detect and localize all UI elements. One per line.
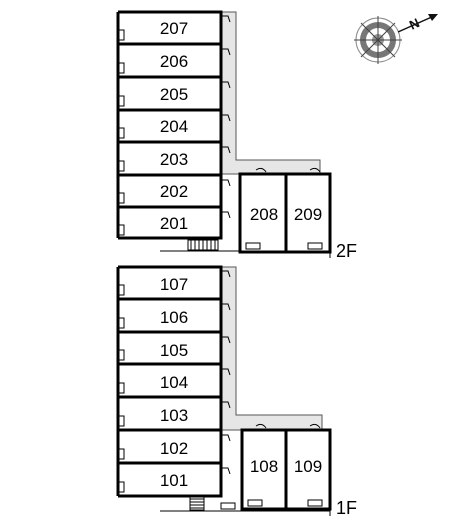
room-105: 105 [160,341,188,360]
floor-label-1f: 1F [336,498,357,518]
room-101: 101 [160,471,188,490]
room-107: 107 [160,275,188,294]
room-108: 108 [250,457,278,476]
floor-1f [116,265,332,516]
room-204: 204 [160,117,188,136]
room-205: 205 [160,85,188,104]
room-206: 206 [160,52,188,71]
room-207: 207 [160,19,188,38]
room-103: 103 [160,406,188,425]
room-106: 106 [160,308,188,327]
room-201: 201 [160,214,188,233]
room-203: 203 [160,150,188,169]
compass-rose-icon: N [354,14,438,64]
north-label: N [407,15,422,33]
floor-label-2f: 2F [336,241,357,261]
room-102: 102 [160,439,188,458]
room-208: 208 [250,205,278,224]
room-202: 202 [160,182,188,201]
room-109: 109 [294,457,322,476]
floor-2f [116,10,332,258]
room-209: 209 [294,205,322,224]
room-104: 104 [160,373,188,392]
